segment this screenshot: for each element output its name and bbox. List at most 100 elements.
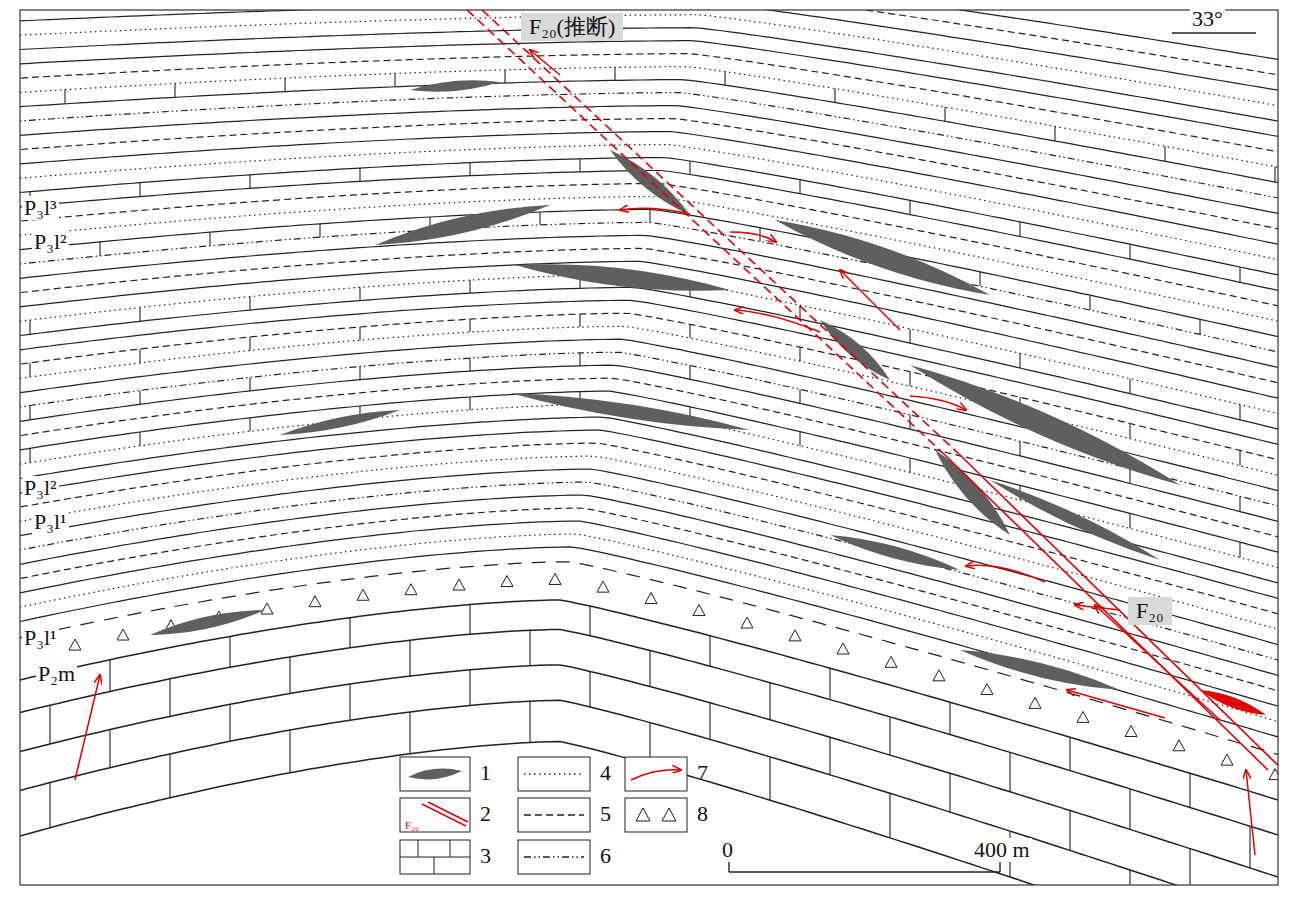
limestone-tick (319, 224, 320, 237)
limestone-tick (1129, 789, 1130, 830)
fluid-arrow (1067, 690, 1165, 718)
fluid-arrow (735, 310, 820, 332)
limestone-tick (1129, 244, 1130, 259)
bedding-line (20, 274, 1278, 416)
ore-lens (510, 393, 750, 430)
ore-lens (515, 264, 730, 291)
limestone-tick (249, 175, 250, 189)
bedding-line (20, 534, 1278, 725)
limestone-tick (709, 636, 710, 667)
limestone-tick (909, 458, 910, 472)
legend-limestone (400, 857, 470, 858)
breccia-triangle (1029, 697, 1041, 708)
limestone-tick (1189, 773, 1190, 807)
legend-line (524, 814, 584, 815)
limestone-tick (1019, 353, 1020, 368)
breccia-triangle (261, 603, 273, 614)
breccia-triangle (309, 596, 321, 607)
limestone-tick (504, 70, 505, 83)
ore-lens (150, 610, 265, 635)
limestone-tick (829, 737, 830, 775)
legend-number: 4 (600, 761, 611, 785)
limestone-tick (1129, 379, 1130, 394)
legend-line (524, 773, 584, 774)
limestone-tick (1199, 319, 1200, 334)
frame (20, 10, 1278, 885)
limestone-tick (1239, 542, 1240, 557)
ore-lens (775, 220, 990, 295)
limestone-tick (29, 363, 30, 377)
limestone-tick (29, 448, 30, 462)
limestone-tick (769, 683, 770, 720)
limestone-tick (529, 701, 530, 742)
scale-bar (729, 862, 1000, 872)
limestone-tick (529, 630, 530, 665)
fluid-arrow (840, 270, 900, 330)
legend-fault (422, 804, 466, 826)
fault (75, 10, 1278, 855)
fault-line-inferred (480, 10, 960, 455)
unit-label: P₃l³ (22, 196, 59, 220)
limestone-tick (284, 78, 285, 92)
limestone-tick (469, 670, 470, 706)
limestone-tick (589, 606, 590, 636)
bedding-line (20, 287, 1278, 432)
limestone-tick (139, 349, 140, 363)
breccia-triangle (405, 584, 417, 595)
fault-line (945, 455, 1268, 770)
limestone-tick (709, 703, 710, 740)
bedding-line (20, 456, 1278, 632)
bedding-line (20, 378, 1278, 540)
limestone-tick (249, 377, 250, 391)
limestone-tick (909, 372, 910, 386)
limestone-tick (109, 730, 110, 768)
legend-swatch-box (400, 798, 470, 832)
ore-lens (820, 320, 890, 380)
bedding-line (20, 665, 1278, 881)
legend-number: 3 (480, 844, 491, 868)
limestone-tick (909, 329, 910, 343)
breccia-triangle (453, 579, 465, 590)
fault-label: F₂₀ (1128, 597, 1172, 625)
breccia-triangle (549, 573, 561, 584)
limestone-tick (614, 67, 615, 80)
limestone-tick (64, 90, 65, 104)
limestone-tick (249, 418, 250, 431)
bedding-line (20, 326, 1278, 478)
breccia-triangle (933, 670, 945, 681)
bedding-line (20, 600, 1278, 804)
limestone-tick (469, 319, 470, 332)
limestone-tick (1129, 424, 1130, 439)
bedding-line (20, 742, 1278, 885)
limestone-tick (169, 754, 170, 798)
legend-swatch-box (518, 757, 590, 791)
bedding-line (20, 700, 1278, 885)
ore-lens (990, 480, 1160, 560)
legend-number: 7 (697, 761, 708, 785)
bedding-line (20, 300, 1278, 447)
breccia-triangle (69, 639, 81, 650)
limestone-tick (359, 327, 360, 340)
limestone-tick (229, 636, 230, 667)
fault-line-inferred (465, 10, 945, 455)
limestone-tick (1274, 167, 1275, 182)
limestone-tick (689, 324, 690, 338)
breccia-triangle (693, 605, 705, 616)
limestone-tick (799, 432, 800, 446)
bedding-line (20, 261, 1278, 401)
limestone-tick (49, 783, 50, 828)
strike-line (1172, 32, 1256, 33)
bedding-line (20, 209, 1278, 339)
unit-label: P₃l¹ (32, 510, 69, 534)
limestone-tick (169, 679, 170, 717)
breccia-triangle (1173, 740, 1185, 751)
limestone-tick (359, 367, 360, 380)
limestone-tick (99, 242, 100, 256)
limestone-tick (289, 730, 290, 773)
bedding-line (20, 10, 1278, 92)
limestone-tick (1019, 441, 1020, 456)
bedding-line (20, 630, 1278, 839)
limestone-tick (349, 618, 350, 648)
bedding-line (20, 339, 1278, 493)
limestone-tick (1129, 513, 1130, 528)
